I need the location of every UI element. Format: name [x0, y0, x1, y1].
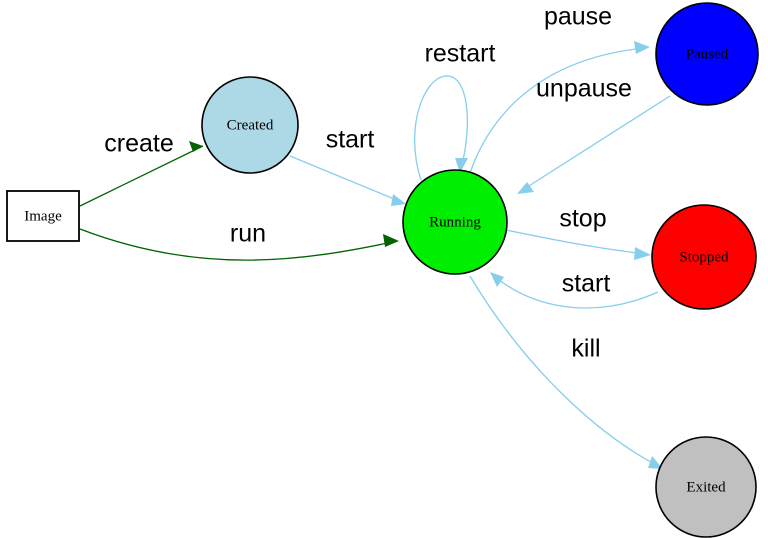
edge-create-arrowhead — [189, 141, 203, 152]
edge-start-created-arrowhead — [391, 194, 406, 206]
edge-restart[interactable] — [414, 75, 469, 181]
edge-labels-layer: create run start restart pause unpause s… — [104, 3, 632, 363]
edge-restart-arrowhead — [455, 158, 468, 173]
node-running-shape — [402, 169, 508, 275]
edge-stop-arrowhead — [634, 247, 651, 260]
node-exited-shape — [655, 436, 757, 538]
edge-run-path — [79, 228, 398, 261]
edge-kill[interactable] — [469, 275, 663, 469]
node-stopped-shape — [651, 204, 757, 310]
edge-start-created-path — [289, 155, 405, 204]
node-stopped-label: Stopped — [679, 249, 729, 265]
edge-create-path — [79, 145, 204, 207]
node-paused-shape — [655, 2, 759, 106]
nodes-layer: Image Created Running Paused Stopped Exi — [6, 2, 759, 538]
edge-label-pause: pause — [544, 3, 612, 31]
edge-kill-arrowhead — [648, 456, 663, 469]
edge-unpause-path — [520, 95, 671, 192]
node-created-label: Created — [227, 117, 274, 133]
edge-pause-arrowhead — [634, 41, 650, 54]
edge-start-stopped-arrowhead — [490, 272, 504, 287]
node-running-label: Running — [429, 214, 481, 230]
edge-label-run: run — [230, 220, 266, 248]
node-paused[interactable]: Paused — [655, 2, 759, 106]
edge-label-start-created: start — [326, 126, 375, 154]
edge-pause-path — [469, 47, 646, 174]
edge-kill-path — [469, 275, 659, 467]
edge-label-kill: kill — [571, 335, 600, 363]
node-stopped[interactable]: Stopped — [651, 204, 757, 310]
node-exited-label: Exited — [686, 479, 726, 495]
node-paused-label: Paused — [686, 46, 729, 62]
node-created-shape — [201, 76, 299, 174]
edge-label-start-stopped: start — [562, 270, 611, 298]
edge-label-restart: restart — [425, 40, 496, 68]
edge-start-stopped[interactable] — [490, 272, 659, 309]
edge-create[interactable] — [79, 141, 204, 207]
edge-label-stop: stop — [559, 205, 606, 233]
edge-run-arrowhead — [383, 234, 399, 247]
node-running[interactable]: Running — [402, 169, 508, 275]
edge-start-created[interactable] — [289, 155, 406, 206]
edge-stop[interactable] — [505, 229, 651, 260]
node-image[interactable]: Image — [6, 190, 80, 242]
edges-layer — [79, 41, 671, 469]
node-exited[interactable]: Exited — [655, 436, 757, 538]
edge-unpause-arrowhead — [517, 182, 534, 194]
edge-unpause[interactable] — [517, 95, 671, 194]
edge-start-stopped-path — [493, 275, 659, 309]
edge-pause[interactable] — [469, 41, 650, 174]
edge-stop-path — [505, 229, 646, 255]
node-image-label: Image — [24, 208, 62, 224]
edge-run[interactable] — [79, 228, 399, 261]
edge-restart-path — [414, 75, 469, 181]
edge-label-unpause: unpause — [536, 75, 632, 103]
node-created[interactable]: Created — [201, 76, 299, 174]
node-image-shape — [6, 190, 80, 242]
edge-label-create: create — [104, 130, 173, 158]
